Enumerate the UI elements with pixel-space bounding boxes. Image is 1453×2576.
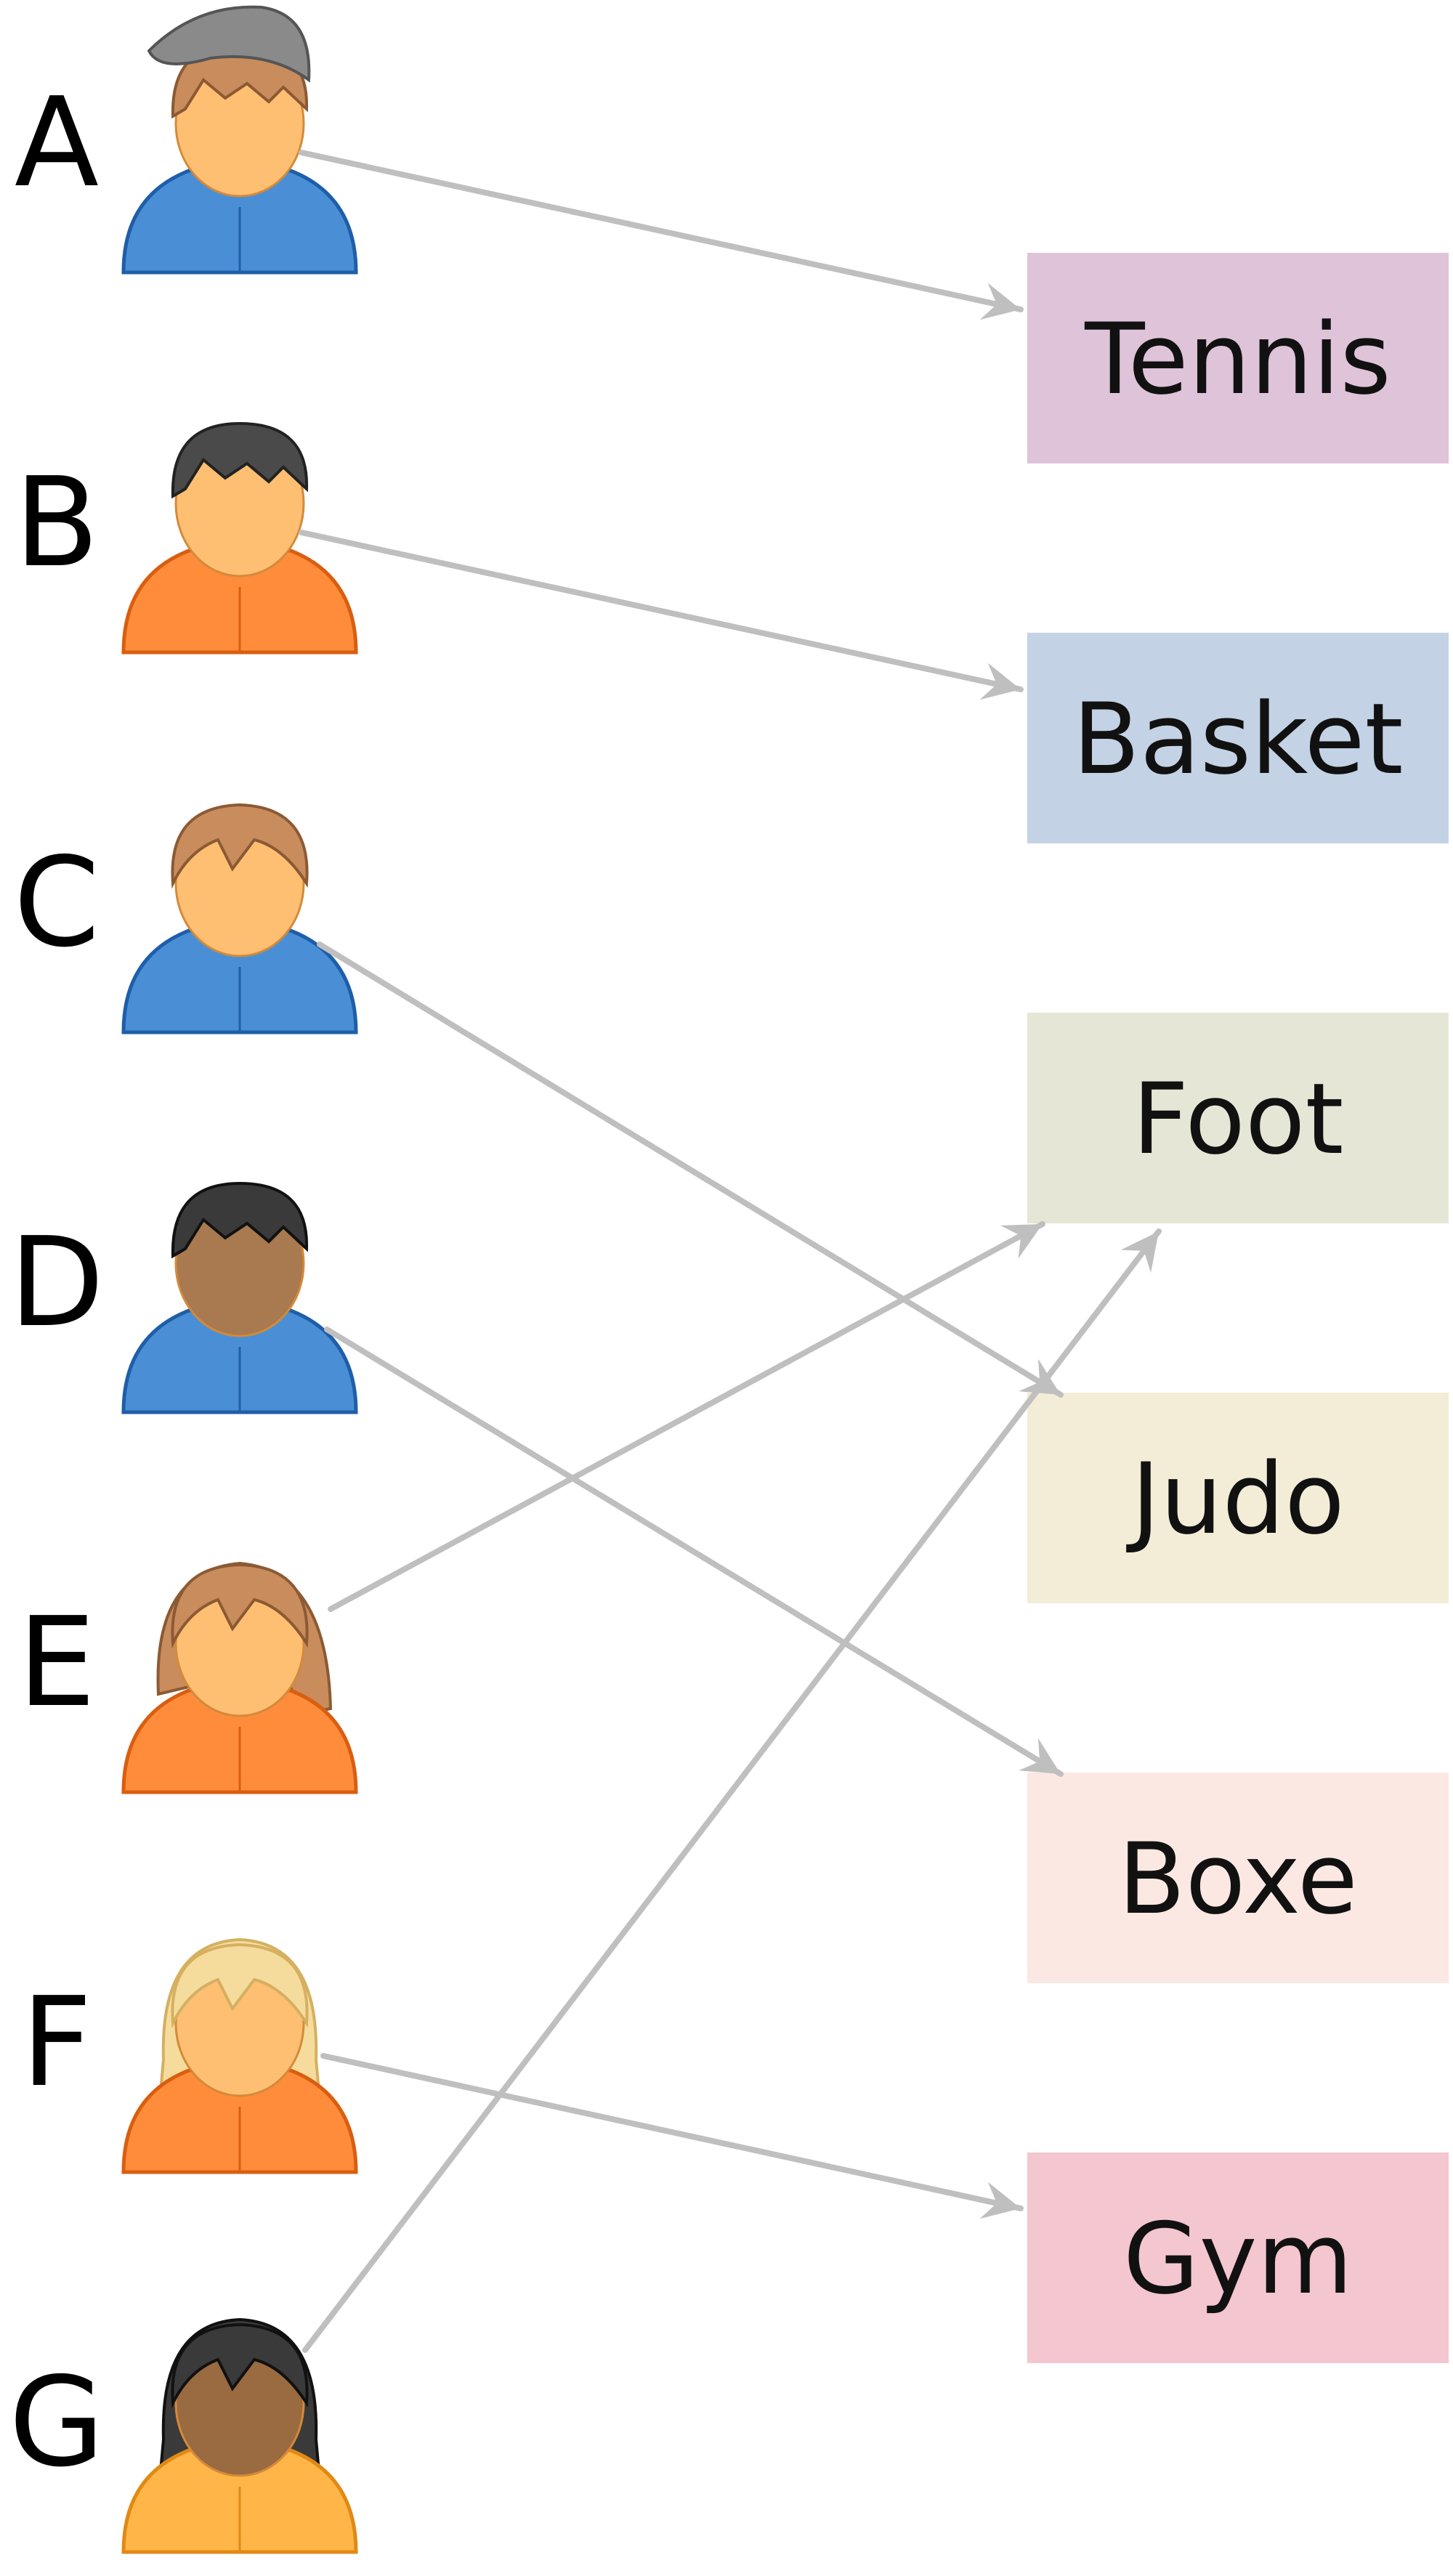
sport-box-bg xyxy=(1027,253,1449,463)
arrow-f-gym xyxy=(320,2053,1024,2219)
arrowhead-icon xyxy=(1019,1738,1061,1774)
person-label: G xyxy=(9,2351,105,2495)
person-avatar-icon xyxy=(121,1561,358,1794)
arrowhead-icon xyxy=(979,663,1021,700)
sport-label: Basket xyxy=(1072,682,1403,796)
arrow-line xyxy=(299,150,1024,312)
arrow-line xyxy=(317,941,1064,1398)
sport-box-bg xyxy=(1027,633,1449,843)
people-column: A B C D E F G xyxy=(9,5,358,2554)
arrow-b-basket xyxy=(299,530,1024,700)
sport-box-gym: Gym xyxy=(1027,2152,1449,2363)
arrow-e-foot xyxy=(328,1221,1045,1612)
sport-box-bg xyxy=(1027,1773,1449,1983)
sport-box-tennis: Tennis xyxy=(1027,253,1449,463)
person-avatar-icon xyxy=(121,1937,358,2174)
arrow-c-judo xyxy=(317,941,1064,1398)
person-b: B xyxy=(15,421,358,655)
sport-label: Tennis xyxy=(1084,302,1391,416)
sport-box-boxe: Boxe xyxy=(1027,1773,1449,1983)
hair xyxy=(171,421,309,499)
sport-box-bg xyxy=(1027,2152,1449,2363)
person-e: E xyxy=(17,1561,358,1794)
hair xyxy=(171,803,309,889)
sport-box-foot: Foot xyxy=(1027,1013,1449,1223)
hair xyxy=(171,2322,309,2409)
person-c: C xyxy=(14,803,358,1034)
links-layer xyxy=(299,150,1162,2353)
arrowhead-icon xyxy=(1019,1358,1061,1395)
hair xyxy=(171,1563,309,1649)
arrow-line xyxy=(302,1228,1162,2353)
arrow-line xyxy=(299,530,1024,692)
cap xyxy=(147,5,311,83)
person-d: D xyxy=(9,1181,358,1414)
person-f: F xyxy=(21,1937,358,2174)
person-label: E xyxy=(17,1591,95,1735)
sport-box-basket: Basket xyxy=(1027,633,1449,843)
sport-label: Foot xyxy=(1133,1062,1344,1176)
arrow-line xyxy=(328,1221,1045,1612)
arrow-line xyxy=(320,2053,1024,2211)
person-label: A xyxy=(15,71,99,215)
person-avatar-icon xyxy=(121,2317,358,2554)
arrowhead-icon xyxy=(1000,1224,1043,1259)
person-label: C xyxy=(14,831,100,975)
person-g: G xyxy=(9,2317,358,2554)
person-avatar-icon xyxy=(121,803,358,1034)
person-label: F xyxy=(21,1971,92,2115)
person-avatar-icon xyxy=(121,5,358,275)
sport-box-bg xyxy=(1027,1393,1449,1603)
hair xyxy=(171,1181,309,1259)
arrowhead-icon xyxy=(1120,1231,1159,1273)
arrow-d-boxe xyxy=(324,1327,1064,1777)
sport-label: Boxe xyxy=(1118,1822,1358,1936)
arrowhead-icon xyxy=(979,283,1021,320)
hair xyxy=(171,1943,309,2029)
sport-label: Gym xyxy=(1123,2202,1353,2316)
arrowhead-icon xyxy=(979,2182,1021,2219)
arrow-g-foot xyxy=(302,1228,1162,2353)
sport-box-judo: Judo xyxy=(1027,1393,1449,1603)
person-avatar-icon xyxy=(121,1181,358,1414)
person-label: B xyxy=(15,451,100,595)
arrow-a-tennis xyxy=(299,150,1024,320)
sport-box-bg xyxy=(1027,1013,1449,1223)
person-a: A xyxy=(15,5,358,275)
arrow-line xyxy=(324,1327,1064,1777)
person-label: D xyxy=(9,1211,105,1355)
sport-label: Judo xyxy=(1126,1442,1345,1556)
person-avatar-icon xyxy=(121,421,358,655)
